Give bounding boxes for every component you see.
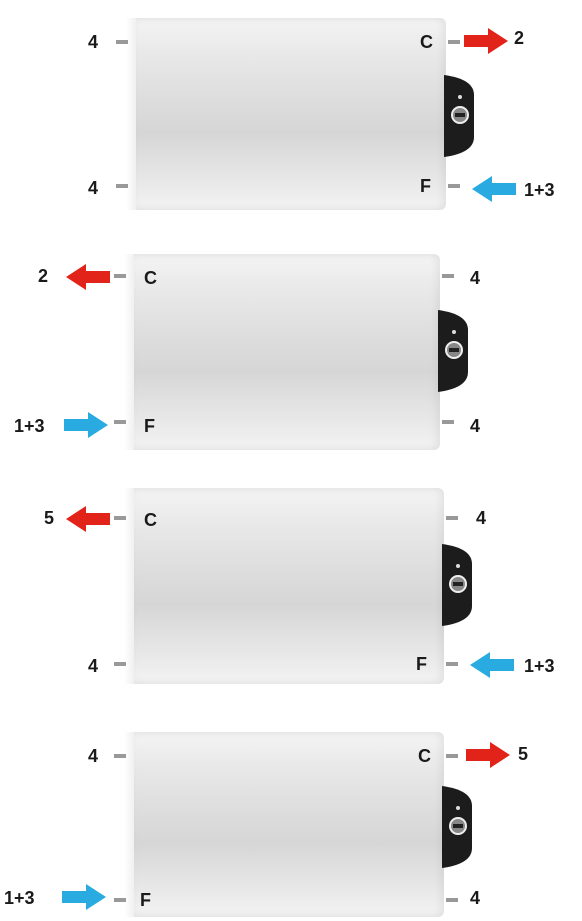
water-heater-tank: [124, 254, 440, 450]
pipe-connector-icon: [114, 418, 128, 426]
connection-label-bottom-left: 4: [88, 656, 98, 676]
connection-label-top-left: 4: [88, 746, 98, 766]
cold-inlet-label: 1+3: [4, 888, 35, 908]
cold-inlet-label: 1+3: [524, 656, 555, 676]
pipe-connector-icon: [448, 38, 462, 46]
connection-label-top-right: C: [420, 32, 433, 52]
pipe-connector-icon: [116, 182, 130, 190]
connection-label-bottom-right: 4: [470, 888, 480, 908]
pipe-connector-icon: [446, 752, 460, 760]
pipe-connector-icon: [446, 660, 460, 668]
pipe-connector-icon: [114, 514, 128, 522]
pipe-connector-icon: [448, 182, 462, 190]
control-panel-icon: [438, 310, 470, 392]
pipe-connector-icon: [114, 896, 128, 904]
connection-label-bottom-left: 4: [88, 178, 98, 198]
pipe-connector-icon: [442, 272, 456, 280]
connection-label-bottom-right: F: [416, 654, 427, 674]
connection-label-bottom-right: 4: [470, 416, 480, 436]
connection-label-top-right: 4: [470, 268, 480, 288]
connection-label-top-right: C: [418, 746, 431, 766]
control-panel-icon: [442, 544, 474, 626]
cold-inlet-arrow-icon: [470, 652, 514, 678]
heater-diagram-4: 4 C F 4 5 1+3: [0, 690, 582, 921]
water-heater-tank: [126, 18, 446, 210]
pipe-connector-icon: [114, 272, 128, 280]
water-heater-tank: [124, 488, 444, 684]
control-panel-icon: [442, 786, 474, 868]
hot-outlet-arrow-icon: [464, 28, 508, 54]
connection-label-top-left: C: [144, 510, 157, 530]
hot-outlet-label: 2: [514, 28, 524, 48]
cold-inlet-arrow-icon: [472, 176, 516, 202]
hot-outlet-arrow-icon: [466, 742, 510, 768]
cold-inlet-label: 1+3: [524, 180, 555, 200]
hot-outlet-label: 5: [44, 508, 54, 528]
pipe-connector-icon: [446, 896, 460, 904]
connection-label-bottom-left: F: [144, 416, 155, 436]
cold-inlet-label: 1+3: [14, 416, 45, 436]
pipe-connector-icon: [446, 514, 460, 522]
connection-label-top-right: 4: [476, 508, 486, 528]
pipe-connector-icon: [116, 38, 130, 46]
pipe-connector-icon: [114, 660, 128, 668]
hot-outlet-arrow-icon: [66, 264, 110, 290]
pipe-connector-icon: [442, 418, 456, 426]
connection-label-bottom-right: F: [420, 176, 431, 196]
connection-label-top-left: C: [144, 268, 157, 288]
heater-diagram-2: C 4 F 4 2 1+3: [0, 230, 582, 460]
hot-outlet-label: 2: [38, 266, 48, 286]
hot-outlet-arrow-icon: [66, 506, 110, 532]
connection-label-bottom-left: F: [140, 890, 151, 910]
pipe-connector-icon: [114, 752, 128, 760]
water-heater-tank: [124, 732, 444, 917]
control-panel-icon: [444, 75, 476, 157]
cold-inlet-arrow-icon: [64, 412, 108, 438]
heater-diagram-3: C 4 4 F 5 1+3: [0, 460, 582, 690]
hot-outlet-label: 5: [518, 744, 528, 764]
heater-diagram-1: 4 C 4 F 2 1+3: [0, 0, 582, 230]
connection-label-top-left: 4: [88, 32, 98, 52]
cold-inlet-arrow-icon: [62, 884, 106, 910]
